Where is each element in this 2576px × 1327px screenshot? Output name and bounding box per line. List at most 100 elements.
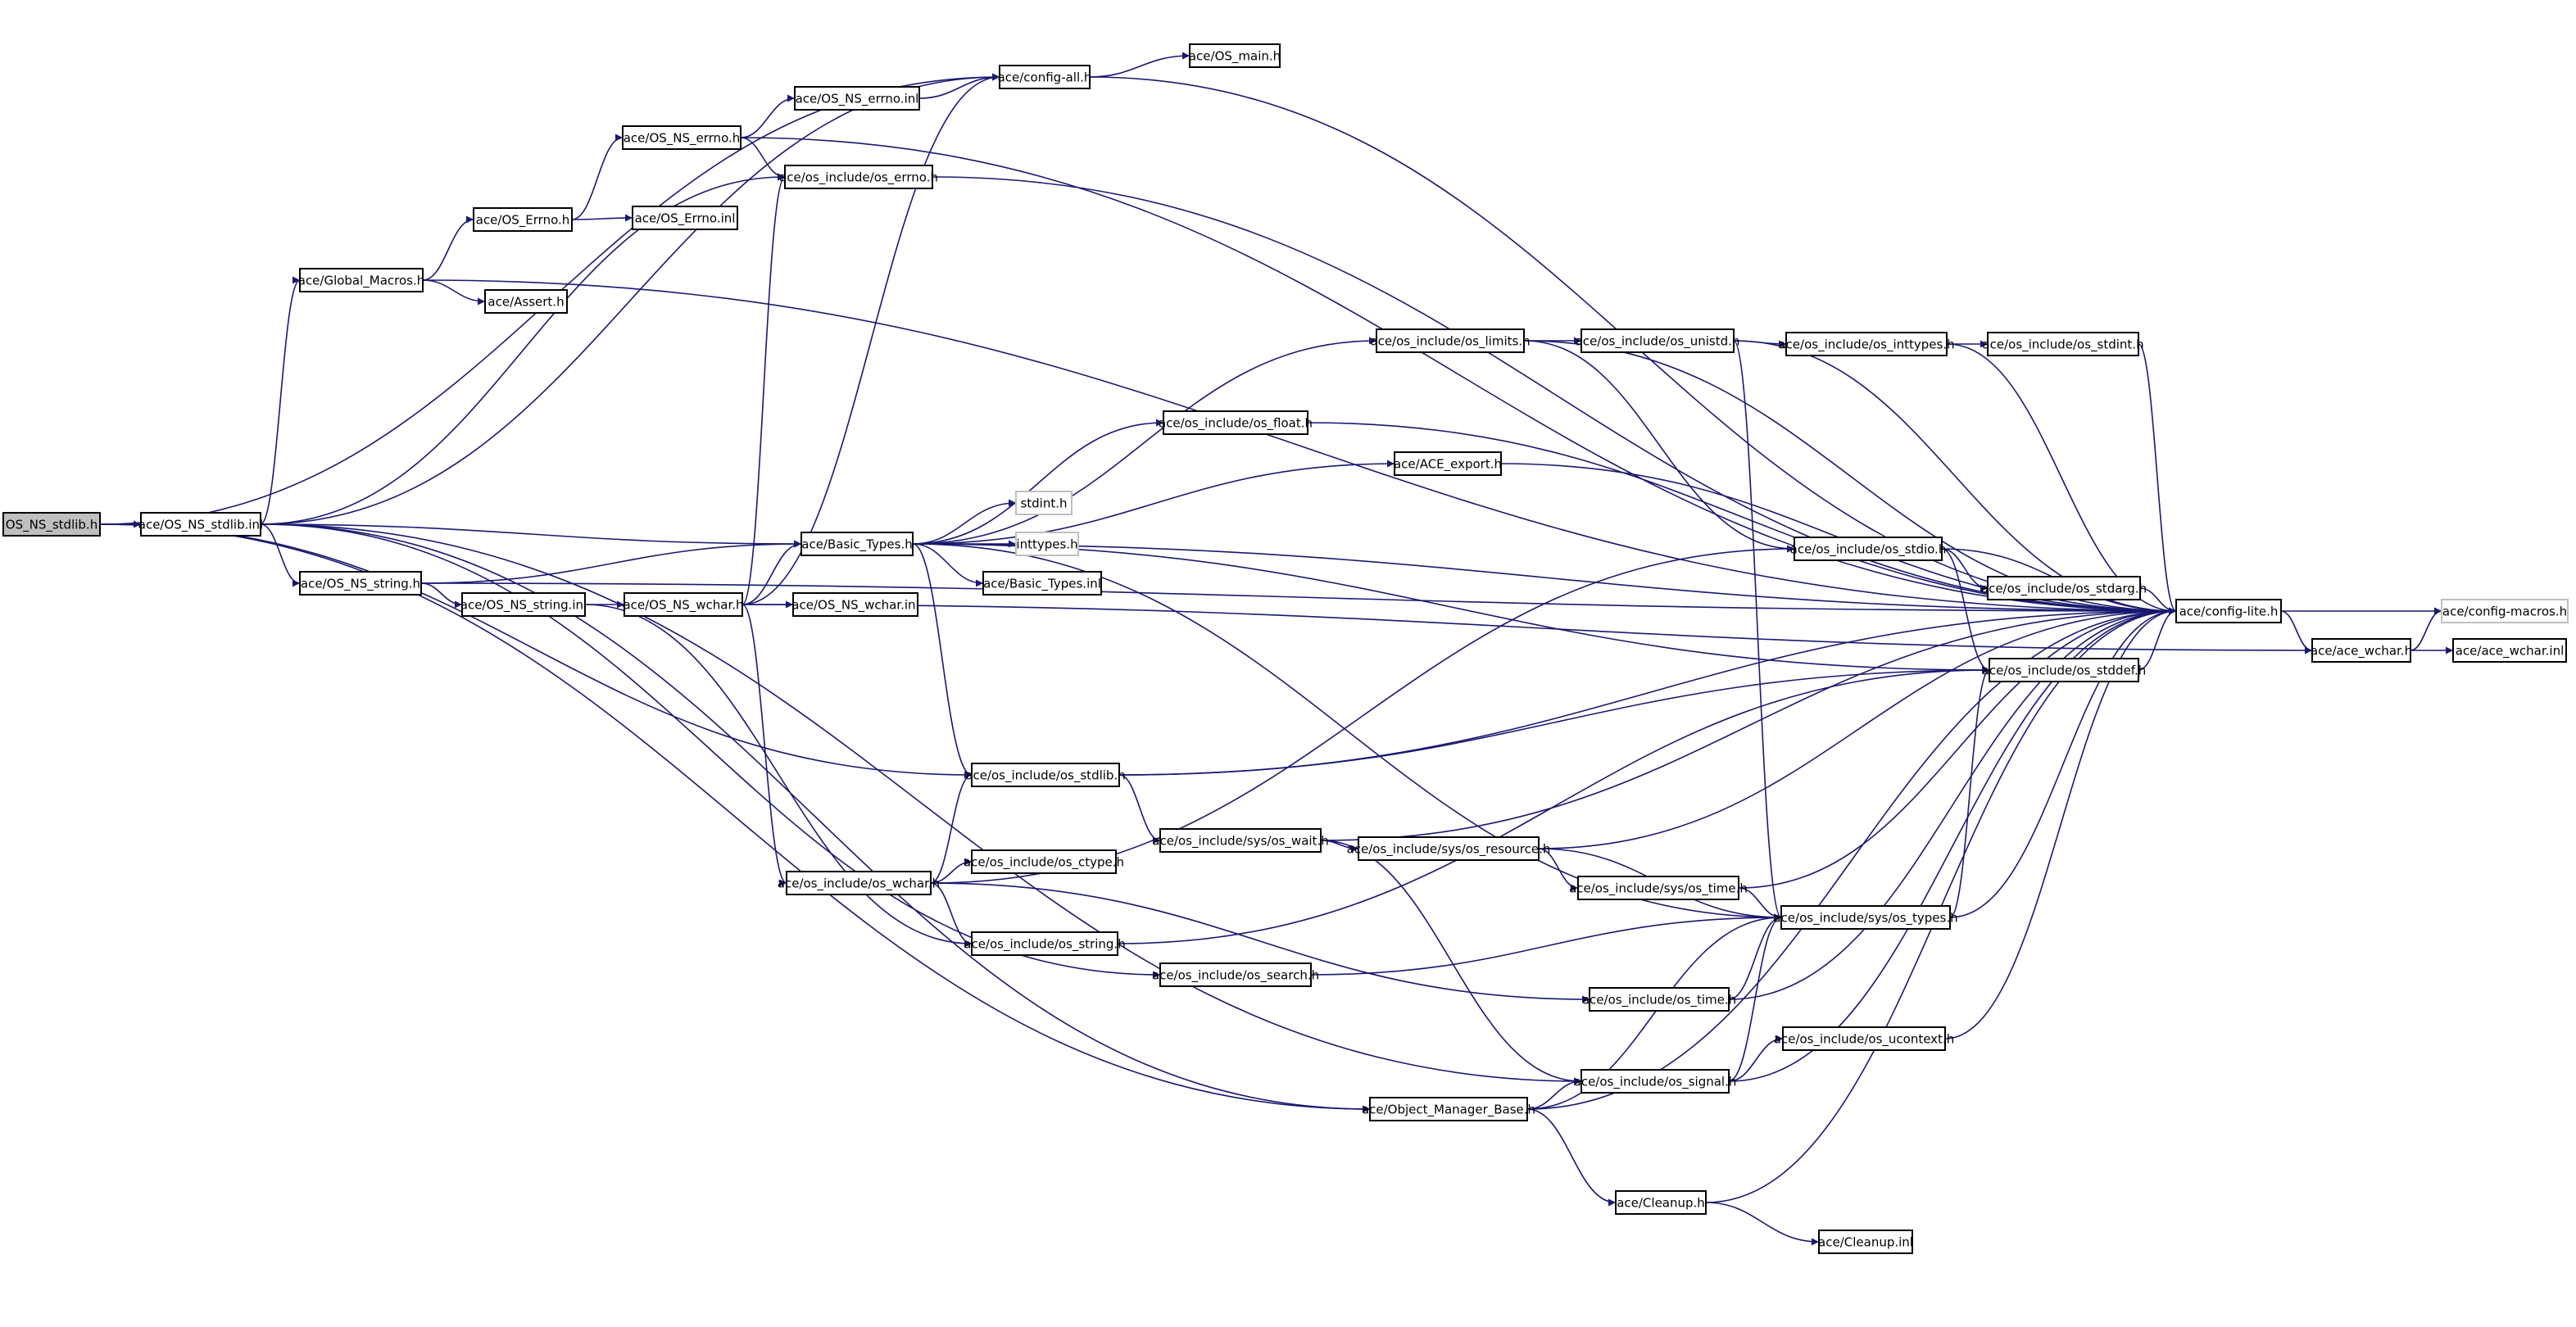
node-ace-wchar-inl[interactable]: ace/ace_wchar.inl <box>2452 638 2567 663</box>
edge-os_ns_errno_h-to-os_include_errno <box>740 137 786 181</box>
node-box <box>622 125 742 150</box>
node-os-stdint[interactable]: ace/os_include/os_stdint.h <box>1982 332 2144 356</box>
edge-os_ucontext-to-config_lite <box>1944 607 2177 1039</box>
node-box <box>1015 491 1073 515</box>
node-os-ns-stdlib-inl[interactable]: ace/OS_NS_stdlib.inl <box>138 512 263 537</box>
edge-line <box>912 419 1164 545</box>
edge-line <box>1705 1202 1820 1246</box>
node-os-errno-h[interactable]: ace/OS_Errno.h <box>473 207 573 232</box>
edge-line <box>1728 607 2177 1082</box>
edge-line <box>1738 607 2177 889</box>
node-os-float[interactable]: ace/os_include/os_float.h <box>1159 410 1313 435</box>
edge-os_resource-to-os_sys_time <box>1538 848 1579 892</box>
node-ace-export[interactable]: ace/ACE_export.h <box>1394 451 1502 476</box>
node-os-search[interactable]: ace/os_include/os_search.h <box>1152 962 1319 987</box>
node-os-stdio[interactable]: ace/os_include/os_stdio.h <box>1790 537 1947 561</box>
node-cleanup-h[interactable]: ace/Cleanup.h <box>1615 1190 1707 1215</box>
edge-line <box>930 882 1590 1003</box>
node-os-main[interactable]: ace/OS_main.h <box>1189 43 1281 68</box>
edge-line <box>1118 666 1990 776</box>
node-os-time[interactable]: ace/os_include/os_time.h <box>1582 987 1736 1012</box>
edge-line <box>1941 548 1990 674</box>
edge-os_ns_stdlib_h-to-os_stdlib <box>99 523 973 779</box>
node-cleanup-inl[interactable]: ace/Cleanup.inl <box>1818 1230 1913 1254</box>
edge-line <box>260 276 301 525</box>
edge-os_ns_stdlib_inl-to-global_macros <box>260 276 301 525</box>
node-ace-wchar-h[interactable]: ace/ace_wchar.h <box>2311 638 2412 663</box>
edge-line <box>1320 607 2177 841</box>
node-global-macros[interactable]: ace/Global_Macros.h <box>298 268 425 292</box>
node-label: ace/Cleanup.inl <box>1818 1235 1913 1250</box>
node-label: ace/ace_wchar.h <box>2311 644 2412 659</box>
node-os-ns-errno-inl[interactable]: ace/OS_NS_errno.inl <box>794 86 920 111</box>
node-config-all[interactable]: ace/config-all.h <box>998 65 1092 89</box>
node-config-lite[interactable]: ace/config-lite.h <box>2175 599 2282 623</box>
node-config-macros: ace/config-macros.h <box>2441 599 2569 623</box>
node-os-signal[interactable]: ace/os_include/os_signal.h <box>1574 1069 1737 1094</box>
edge-line <box>422 279 486 306</box>
edge-os_wchar-to-os_time <box>930 882 1590 1003</box>
node-label: ace/os_include/os_signal.h <box>1574 1075 1737 1090</box>
node-label: ace/os_include/os_unistd.h <box>1576 334 1740 350</box>
node-label: ace/os_include/os_stdio.h <box>1790 542 1947 558</box>
node-os-ns-wchar-h[interactable]: ace/OS_NS_wchar.h <box>623 592 744 617</box>
edge-os_ns_wchar_h-to-config_all <box>742 73 1000 605</box>
node-os-include-errno[interactable]: ace/os_include/os_errno.h <box>779 165 938 189</box>
edge-line <box>1523 340 2177 615</box>
node-os-types[interactable]: ace/os_include/sys/os_types.h <box>1773 905 1958 930</box>
node-box <box>971 763 1120 787</box>
node-label: ace/OS_NS_wchar.h <box>623 598 743 614</box>
node-os-ns-string-h[interactable]: ace/OS_NS_string.h <box>299 571 422 596</box>
edge-line <box>260 523 301 587</box>
node-box <box>1394 451 1502 476</box>
node-os-errno-inl[interactable]: ace/OS_Errno.inl <box>632 206 738 230</box>
node-label: ace/os_include/os_limits.h <box>1370 334 1530 350</box>
node-box <box>999 65 1091 89</box>
node-label: ace/OS_NS_string.inl <box>460 598 587 614</box>
node-box <box>1358 836 1540 861</box>
edge-os_errno_h-to-os_errno_inl <box>571 214 633 222</box>
node-os-unistd[interactable]: ace/os_include/os_unistd.h <box>1576 328 1740 353</box>
node-os-wchar[interactable]: ace/os_include/os_wchar.h <box>778 871 940 895</box>
edge-os_ns_stdlib_inl-to-basic_types_h <box>260 523 802 548</box>
node-os-ctype[interactable]: ace/os_include/os_ctype.h <box>964 849 1124 874</box>
node-os-string[interactable]: ace/os_include/os_string.h <box>964 931 1126 956</box>
edge-os_errno_h-to-os_ns_errno_h <box>571 134 624 220</box>
node-os-sys-time[interactable]: ace/os_include/sys/os_time.h <box>1569 876 1748 900</box>
edge-line <box>571 134 624 220</box>
node-os-ns-errno-h[interactable]: ace/OS_NS_errno.h <box>622 125 742 150</box>
node-assert[interactable]: ace/Assert.h <box>484 289 568 314</box>
edge-global_macros-to-assert <box>422 279 486 306</box>
edge-os_include_errno-to-config_lite <box>932 176 2177 615</box>
node-basic-types-inl[interactable]: ace/Basic_Types.inl <box>982 571 1102 596</box>
node-os-ns-string-inl[interactable]: ace/OS_NS_string.inl <box>460 592 587 617</box>
node-os-stdarg[interactable]: ace/os_include/os_stdarg.h <box>1981 576 2147 600</box>
node-object-manager-base[interactable]: ace/Object_Manager_Base.h <box>1362 1097 1535 1121</box>
node-os-inttypes[interactable]: ace/os_include/os_inttypes.h <box>1778 332 1955 356</box>
node-os-resource[interactable]: ace/os_include/sys/os_resource.h <box>1347 836 1551 861</box>
node-label: ace/OS_Errno.h <box>476 213 570 229</box>
edge-os_signal-to-os_types <box>1728 913 1782 1082</box>
node-os-limits[interactable]: ace/os_include/os_limits.h <box>1370 328 1531 353</box>
node-box <box>299 268 424 292</box>
node-box <box>2452 638 2567 663</box>
edge-os_limits-to-os_stdio <box>1523 340 1795 553</box>
edge-object_manager_base-to-cleanup_h <box>1526 1108 1617 1207</box>
node-os-stddef[interactable]: ace/os_include/os_stddef.h <box>1982 658 2147 682</box>
node-os-ns-wchar-inl[interactable]: ace/OS_NS_wchar.inl <box>791 592 919 617</box>
node-os-ns-stdlib-h[interactable]: OS_NS_stdlib.h <box>2 512 101 537</box>
edge-os_ns_stdlib_inl-to-os_signal <box>260 523 1582 1085</box>
node-os-stdlib[interactable]: ace/os_include/os_stdlib.h <box>965 763 1126 787</box>
node-label: ace/Assert.h <box>488 295 564 310</box>
edge-os_ns_string_h-to-os_ns_string_inl <box>420 582 463 609</box>
edge-line <box>1523 340 1795 553</box>
node-label: ace/os_include/os_string.h <box>964 937 1125 953</box>
node-label: ace/os_include/os_ucontext.h <box>1774 1032 1954 1048</box>
node-basic-types-h[interactable]: ace/Basic_Types.h <box>800 532 914 556</box>
node-os-wait[interactable]: ace/os_include/sys/os_wait.h <box>1152 828 1329 853</box>
edge-line <box>260 523 1371 1113</box>
node-os-ucontext[interactable]: ace/os_include/os_ucontext.h <box>1774 1026 1954 1051</box>
node-box <box>1818 1230 1913 1254</box>
edge-os_unistd-to-os_types <box>1733 340 1782 922</box>
